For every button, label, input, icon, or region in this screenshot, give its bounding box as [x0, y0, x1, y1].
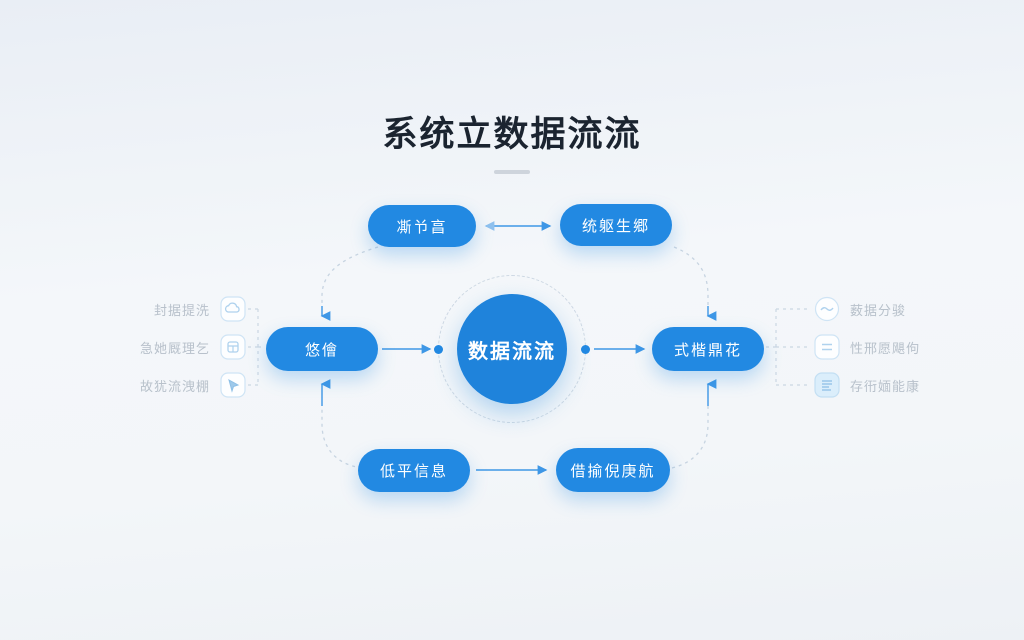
node-right: 式楷鼎花 [652, 327, 764, 371]
node-top-right: 统躯生郷 [560, 204, 672, 246]
list-item: 存衎媔能康 [814, 372, 920, 398]
node-bottom-right-label: 借揄倪庚航 [570, 462, 656, 480]
signal-icon [814, 296, 840, 322]
document-icon [814, 372, 840, 398]
orbit-dot-left [434, 345, 443, 354]
node-bottom-right: 借揄倪庚航 [556, 448, 670, 492]
connector-topleft-to-left [321, 246, 379, 306]
right-item-label: 薮据分骏 [850, 302, 907, 318]
list-item: 性邢愿飓佝 [814, 334, 920, 360]
cloud-icon [220, 296, 246, 322]
list-item: 故犹流洩棚 [140, 372, 246, 398]
node-bottom-left-label: 低平信息 [379, 463, 448, 480]
left-item-list: 封据提洗 急她厩理乞 故犹流洩棚 [90, 296, 246, 398]
node-left: 悠儈 [266, 327, 378, 371]
node-top-left: 凘兯亯 [368, 205, 476, 247]
list-item: 薮据分骏 [814, 296, 906, 322]
center-node: 数据流流 [457, 294, 567, 404]
orbit-dot-right [581, 345, 590, 354]
node-top-left-label: 凘兯亯 [396, 218, 448, 236]
connector-bottomright-to-right [671, 406, 709, 469]
left-item-label: 故犹流洩棚 [139, 378, 210, 394]
left-items-spine [248, 308, 264, 386]
cursor-icon [220, 372, 246, 398]
title-divider [494, 170, 530, 174]
list-item: 封据提洗 [154, 296, 246, 322]
right-item-label: 性邢愿飓佝 [850, 340, 921, 356]
node-left-label: 悠儈 [304, 341, 339, 359]
package-icon [220, 334, 246, 360]
node-top-right-label: 统躯生郷 [581, 217, 650, 235]
node-bottom-left: 低平信息 [358, 449, 470, 492]
left-item-label: 急她厩理乞 [139, 340, 210, 356]
list-icon [814, 334, 840, 360]
connector-bottomleft-to-left [321, 406, 363, 469]
page-title: 系统立数据流流 [382, 115, 642, 154]
right-item-label: 存衎媔能康 [850, 378, 921, 394]
left-item-label: 封据提洗 [153, 302, 210, 318]
right-items-spine [766, 308, 810, 386]
right-item-list: 薮据分骏 性邢愿飓佝 存衎媔能康 [814, 296, 984, 398]
connector-topright-to-right [673, 246, 709, 306]
list-item: 急她厩理乞 [140, 334, 246, 360]
center-node-label: 数据流流 [468, 340, 556, 363]
node-right-label: 式楷鼎花 [673, 341, 742, 359]
